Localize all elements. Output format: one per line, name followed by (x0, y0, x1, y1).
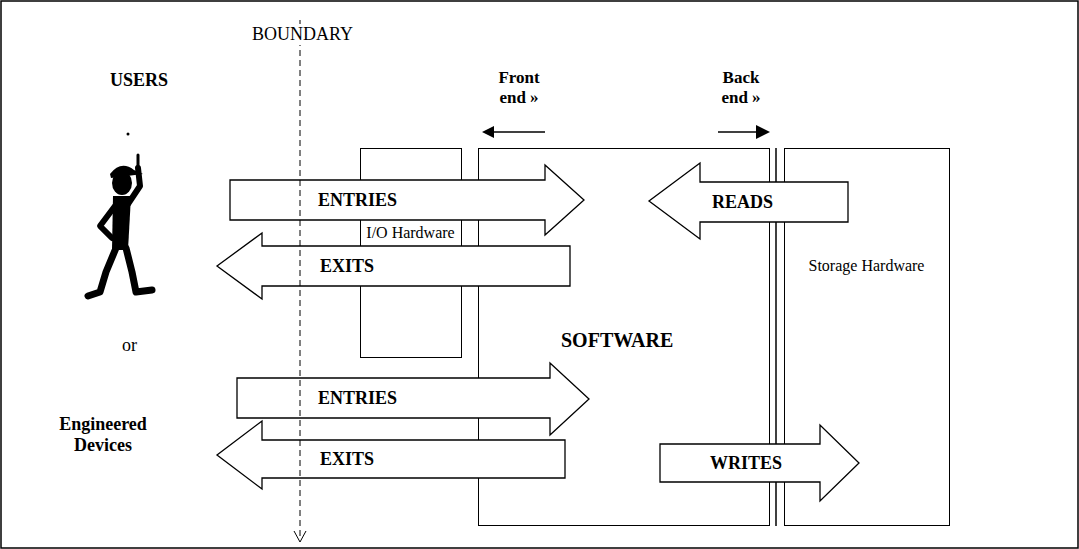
front-end-arrow (482, 126, 545, 138)
box-label: SOFTWARE (561, 329, 673, 352)
block-arrow: WRITES (660, 424, 860, 502)
arrow-shape (217, 421, 565, 489)
boundary-arrowhead (294, 531, 306, 542)
flow-label: EXITS (320, 449, 374, 470)
arrow-shape (660, 425, 859, 501)
arrow-shape (237, 363, 589, 435)
block-arrow: ENTRIES (230, 164, 585, 236)
label-holder: Back end » (710, 68, 772, 107)
block-arrow: EXITS (216, 420, 565, 490)
flow-label: ENTRIES (318, 190, 397, 211)
user-figure (88, 133, 152, 297)
boundary-label: BOUNDARY (250, 24, 355, 45)
device-label: Engineered Devices (28, 414, 178, 455)
label-holder: BOUNDARY (250, 24, 355, 45)
back-end-arrow (718, 125, 770, 139)
block-arrow: ENTRIES (237, 362, 590, 436)
arrow-shape (230, 165, 584, 235)
box-label: Storage Hardware (809, 257, 925, 275)
flow-label: WRITES (710, 453, 782, 474)
label-holder: Front end » (486, 68, 552, 107)
block-arrow: EXITS (216, 232, 570, 300)
flow-label: ENTRIES (318, 388, 397, 409)
front-end-label: Front end » (486, 68, 552, 107)
arrow-outline (230, 164, 585, 236)
arrow-outline (216, 420, 565, 490)
user-label: USERS (110, 70, 168, 91)
flow-label: READS (712, 192, 773, 213)
flow-label: EXITS (320, 256, 374, 277)
arrow-outline (216, 232, 570, 300)
label-holder: or (122, 335, 137, 356)
box-label: I/O Hardware (366, 224, 454, 242)
or-label: or (122, 335, 137, 356)
back-end-label: Back end » (710, 68, 772, 107)
arrow-shape (217, 233, 570, 299)
label-holder: Engineered Devices (28, 414, 178, 455)
block-arrow: READS (648, 162, 848, 240)
label-holder: USERS (110, 70, 168, 91)
arrow-outline (237, 362, 590, 436)
boundary-line (300, 20, 301, 540)
arrow-shape (649, 163, 848, 239)
